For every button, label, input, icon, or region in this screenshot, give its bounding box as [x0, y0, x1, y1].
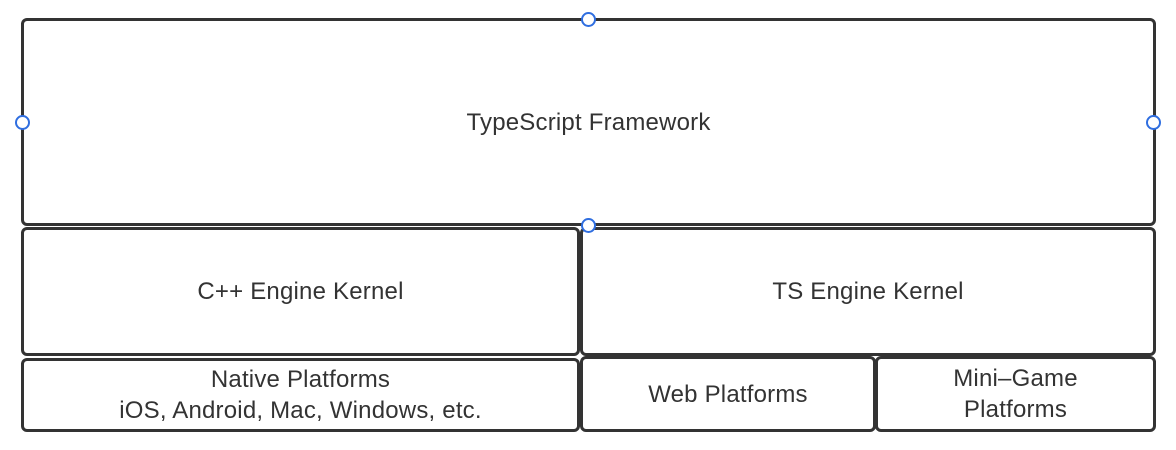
ts-engine-kernel-label: TS Engine Kernel: [772, 278, 964, 305]
ts-engine-kernel-box[interactable]: TS Engine Kernel: [580, 227, 1156, 356]
native-platforms-title: Native Platforms: [210, 366, 391, 393]
mini-game-platforms-box[interactable]: Mini–Game Platforms: [875, 356, 1156, 432]
resize-handle-left[interactable]: [15, 115, 30, 130]
cpp-engine-kernel-box[interactable]: C++ Engine Kernel: [21, 227, 580, 356]
web-platforms-box[interactable]: Web Platforms: [580, 356, 876, 432]
resize-handle-bottom[interactable]: [581, 218, 596, 233]
native-platforms-box[interactable]: Native Platforms iOS, Android, Mac, Wind…: [21, 358, 580, 432]
resize-handle-top[interactable]: [581, 12, 596, 27]
cpp-engine-kernel-label: C++ Engine Kernel: [197, 278, 404, 305]
native-platforms-list: iOS, Android, Mac, Windows, etc.: [119, 397, 482, 424]
web-platforms-label: Web Platforms: [648, 380, 808, 408]
mini-game-platforms-line1: Mini–Game: [953, 365, 1078, 392]
mini-game-platforms-line2: Platforms: [963, 396, 1068, 423]
typescript-framework-label: TypeScript Framework: [466, 108, 711, 136]
typescript-framework-box[interactable]: TypeScript Framework: [21, 18, 1156, 226]
resize-handle-right[interactable]: [1146, 115, 1161, 130]
